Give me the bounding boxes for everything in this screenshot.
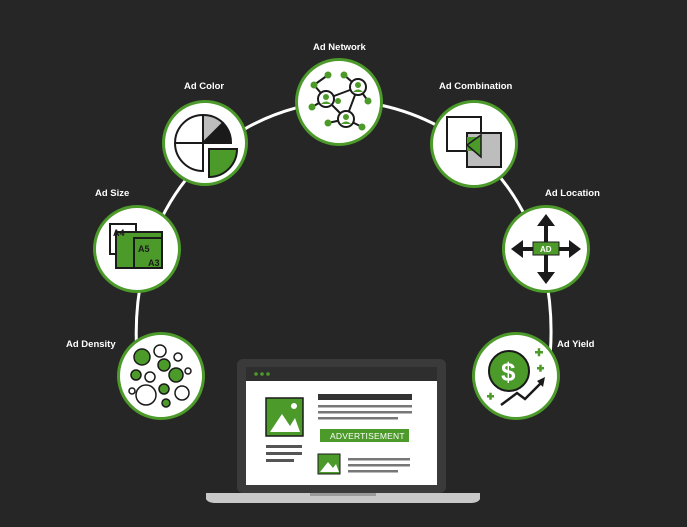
node-ad-density [117, 332, 205, 420]
browser-dot-icon [254, 372, 258, 376]
label-ad-color: Ad Color [184, 81, 225, 92]
laptop-base [206, 493, 480, 503]
browser-dot-icon [266, 372, 270, 376]
browser-dot-icon [260, 372, 264, 376]
dollar-growth-icon: $ [487, 348, 545, 406]
yield-dollar-text: $ [501, 357, 516, 387]
node-ad-location: AD [502, 205, 590, 293]
advertisement-label: ADVERTISEMENT [330, 431, 405, 441]
node-ad-color [162, 100, 248, 186]
label-ad-size: Ad Size [95, 188, 130, 199]
node-ad-yield: $ [472, 332, 560, 420]
label-ad-network: Ad Network [313, 42, 366, 53]
label-ad-combination: Ad Combination [439, 81, 513, 92]
node-ad-size: A4 A5 A3 [93, 205, 181, 293]
location-ad-text: AD [540, 245, 552, 254]
node-ad-network [295, 58, 383, 146]
overlap-squares-icon [446, 116, 502, 168]
label-ad-yield: Ad Yield [557, 339, 595, 350]
size-a3-text: A3 [148, 258, 160, 268]
label-ad-density: Ad Density [66, 339, 116, 350]
bubbles-icon [128, 344, 192, 408]
node-ad-combination [430, 100, 518, 188]
pie-color-icon [173, 113, 239, 179]
size-a5-text: A5 [138, 244, 150, 254]
move-arrows-icon: AD [511, 214, 581, 284]
size-a4-text: A4 [113, 228, 125, 238]
image-mountain-icon [270, 414, 300, 432]
size-sheets-icon: A4 A5 A3 [109, 223, 163, 269]
network-icon [308, 71, 372, 131]
label-ad-location: Ad Location [545, 188, 600, 199]
browser-titlebar [246, 367, 437, 381]
advertisement-banner [320, 429, 409, 442]
